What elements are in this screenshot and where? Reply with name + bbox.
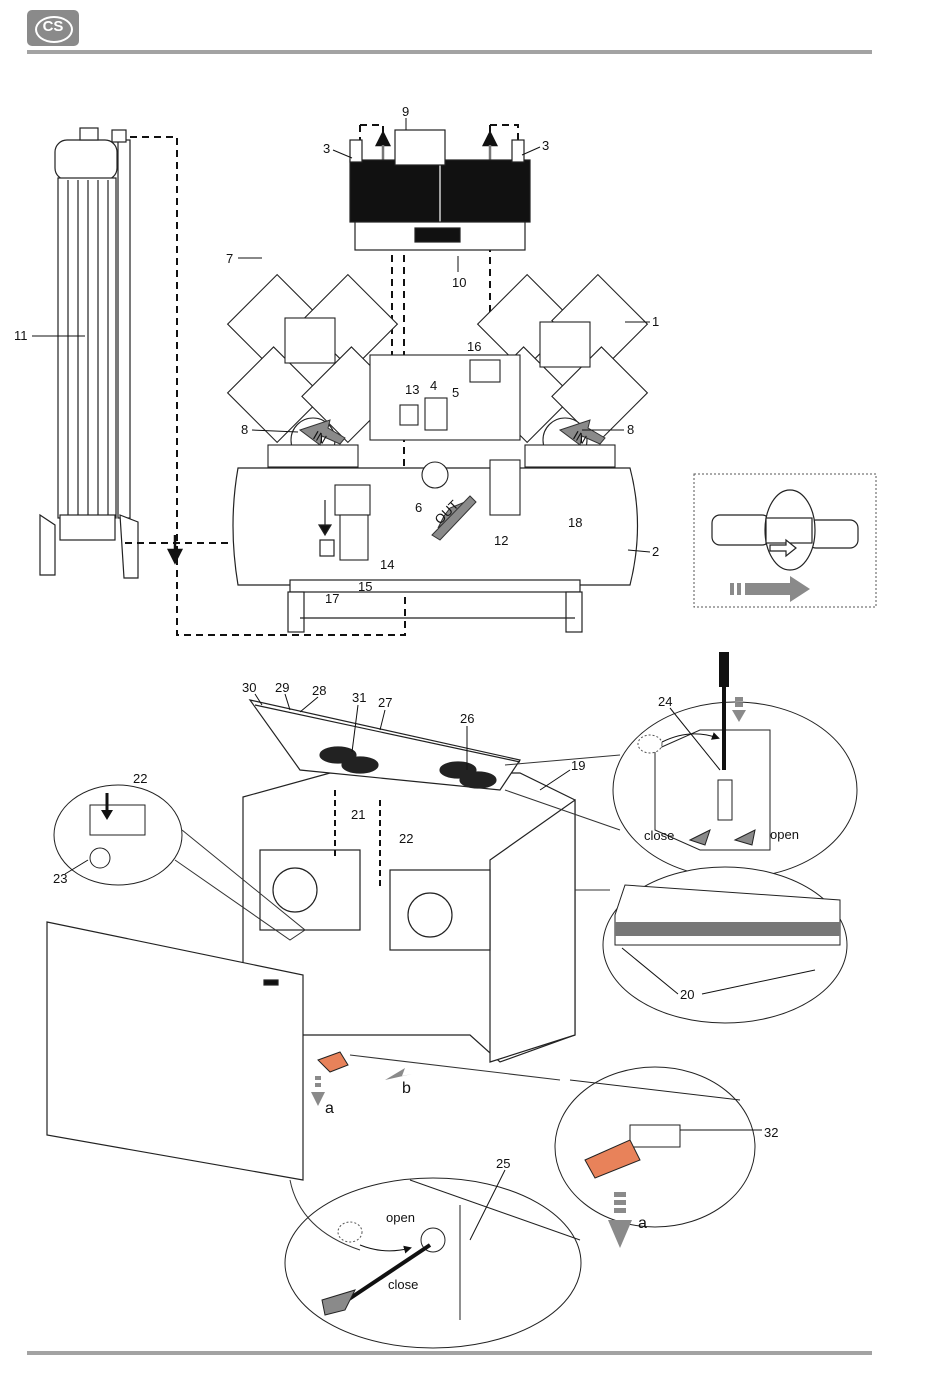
svg-text:31: 31 — [352, 690, 366, 705]
svg-text:1: 1 — [652, 314, 659, 329]
svg-text:28: 28 — [312, 683, 326, 698]
svg-text:14: 14 — [380, 557, 394, 572]
svg-text:12: 12 — [494, 533, 508, 548]
svg-text:27: 27 — [378, 695, 392, 710]
svg-text:close: close — [388, 1277, 418, 1292]
svg-text:18: 18 — [568, 515, 582, 530]
handle-release: a b — [311, 1052, 412, 1117]
svg-text:30: 30 — [242, 680, 256, 695]
svg-text:10: 10 — [452, 275, 466, 290]
svg-text:32: 32 — [764, 1125, 778, 1140]
svg-text:open: open — [386, 1210, 415, 1225]
svg-text:8: 8 — [241, 422, 248, 437]
svg-text:29: 29 — [275, 680, 289, 695]
svg-text:16: 16 — [467, 339, 481, 354]
dryer-column — [40, 128, 138, 578]
svg-text:open: open — [770, 827, 799, 842]
svg-text:5: 5 — [452, 385, 459, 400]
svg-text:20: 20 — [680, 987, 694, 1002]
svg-text:26: 26 — [460, 711, 474, 726]
svg-text:b: b — [402, 1080, 411, 1097]
svg-text:3: 3 — [323, 141, 330, 156]
svg-text:22: 22 — [399, 831, 413, 846]
svg-text:6: 6 — [415, 500, 422, 515]
svg-text:a: a — [325, 1100, 334, 1117]
svg-text:13: 13 — [405, 382, 419, 397]
svg-text:22: 22 — [133, 771, 147, 786]
svg-text:4: 4 — [430, 378, 437, 393]
svg-text:24: 24 — [658, 694, 672, 709]
svg-text:25: 25 — [496, 1156, 510, 1171]
svg-text:close: close — [644, 828, 674, 843]
svg-text:21: 21 — [351, 807, 365, 822]
svg-text:9: 9 — [402, 104, 409, 119]
svg-text:a: a — [638, 1215, 647, 1232]
svg-text:15: 15 — [358, 579, 372, 594]
inset-bottom-valve: open close 25 — [285, 1156, 581, 1348]
svg-text:11: 11 — [14, 328, 28, 343]
footer-rule — [27, 1351, 872, 1355]
svg-text:8: 8 — [627, 422, 634, 437]
svg-text:17: 17 — [325, 591, 339, 606]
svg-text:7: 7 — [226, 251, 233, 266]
svg-text:19: 19 — [571, 758, 585, 773]
inset-filter: 20 — [575, 867, 847, 1023]
svg-text:3: 3 — [542, 138, 549, 153]
aftercooler — [350, 130, 530, 250]
compressor-tank — [233, 468, 638, 632]
svg-text:2: 2 — [652, 544, 659, 559]
